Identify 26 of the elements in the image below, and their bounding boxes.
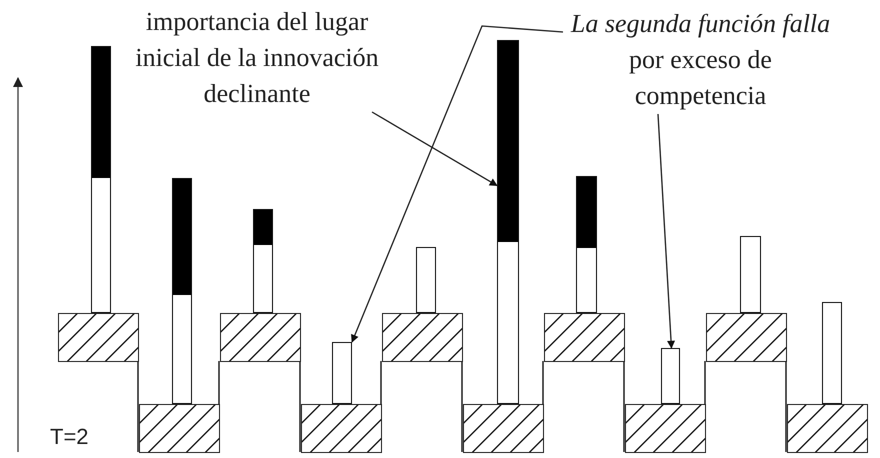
hatched-block	[138, 404, 220, 452]
bar	[416, 247, 436, 313]
bar	[822, 302, 842, 404]
bar	[332, 342, 352, 404]
hatched-block	[58, 312, 138, 362]
hatched-block	[624, 404, 706, 452]
hatched-block	[706, 312, 786, 362]
bar	[253, 209, 273, 313]
annotation-text: La segunda función falla por exceso de competencia	[570, 8, 832, 112]
hatched-block	[462, 404, 544, 452]
hatched-block	[544, 312, 624, 362]
arrow	[372, 111, 498, 186]
bar	[740, 236, 761, 313]
hatched-block	[300, 404, 382, 452]
hatched-block	[220, 312, 300, 362]
bar	[576, 176, 597, 313]
arrow	[657, 114, 676, 349]
annotation-text: importancia del lugar inicial de la innovación declinante	[134, 6, 380, 110]
time-label: T=2	[50, 424, 89, 450]
bar	[661, 348, 680, 404]
bar	[497, 40, 519, 404]
bar	[91, 46, 111, 313]
hatched-block	[786, 404, 868, 452]
bar	[172, 178, 192, 404]
hatched-block	[382, 312, 462, 362]
arrow	[351, 25, 564, 343]
